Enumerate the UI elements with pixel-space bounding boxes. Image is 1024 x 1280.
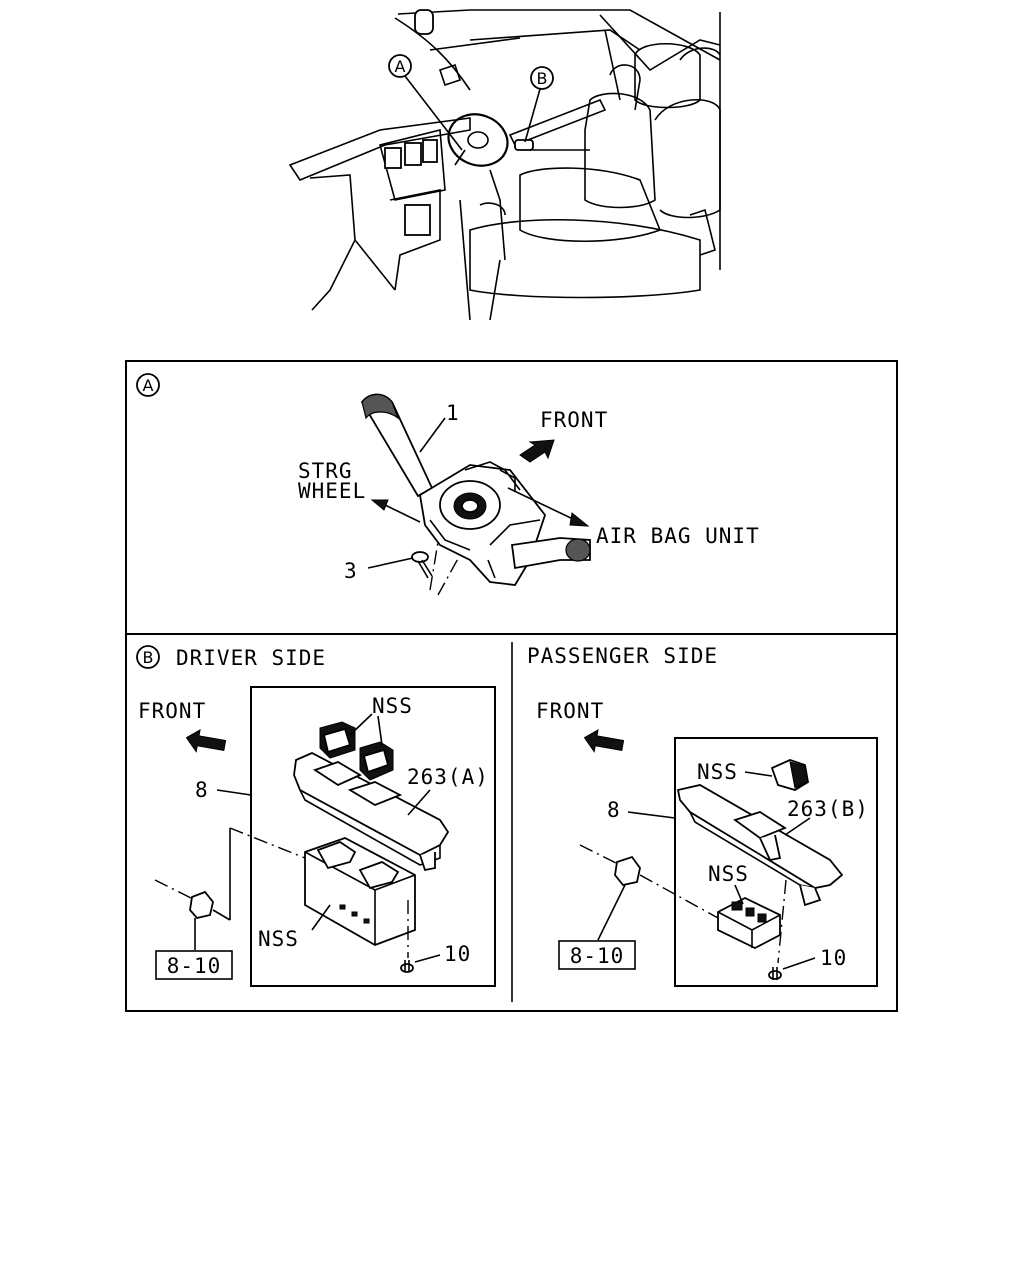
driver-inner-box <box>250 686 496 987</box>
strg-wheel-label-2: WHEEL <box>298 479 366 503</box>
passenger-part-263-label: 263(B) <box>787 797 869 821</box>
panel-a-marker-label: A <box>143 376 154 395</box>
passenger-part-10-label: 10 <box>820 946 847 970</box>
passenger-inner-box <box>674 737 878 987</box>
passenger-side-title: PASSENGER SIDE <box>527 644 718 668</box>
front-arrow-passenger <box>583 728 625 753</box>
passenger-bezel-263b <box>676 784 844 907</box>
panel-a-combination-switch: A 1 3 FRONT STRG WHEEL <box>136 373 760 596</box>
passenger-ref-box-label: 8-10 <box>570 944 625 968</box>
driver-part-8-label: 8 <box>195 778 209 802</box>
passenger-part-8-label: 8 <box>607 798 621 822</box>
passenger-nss-bottom-label: NSS <box>708 862 749 886</box>
air-bag-unit-label: AIR BAG UNIT <box>596 524 760 548</box>
screw-3 <box>411 551 433 579</box>
front-arrow-a <box>519 439 555 463</box>
strg-wheel-label-1: STRG <box>298 459 353 483</box>
driver-connector <box>189 890 214 919</box>
driver-nss-top-label: NSS <box>372 694 413 718</box>
panel-b-driver-side: B DRIVER SIDE FRONT NSS 263(A) <box>136 645 496 987</box>
passenger-screw-10 <box>768 967 782 980</box>
passenger-nss-knob <box>770 759 809 791</box>
panel-b-marker <box>136 645 160 669</box>
driver-bezel-263a <box>293 752 450 872</box>
front-label-a: FRONT <box>540 408 608 432</box>
driver-side-title: DRIVER SIDE <box>176 646 326 670</box>
part-1-label: 1 <box>446 401 460 425</box>
callout-a-label: A <box>395 57 406 76</box>
callout-a-marker <box>388 54 412 78</box>
driver-part-263-label: 263(A) <box>407 765 489 789</box>
panel-b-marker-label: B <box>143 648 154 667</box>
passenger-nss-top-label: NSS <box>697 760 738 784</box>
driver-switch-unit <box>304 837 416 946</box>
passenger-switch-unit <box>717 896 781 950</box>
front-arrow-driver <box>185 728 227 753</box>
passenger-ref-box <box>558 940 636 970</box>
driver-ref-box-label: 8-10 <box>167 954 222 978</box>
passenger-connector <box>614 855 641 886</box>
detail-frame <box>125 360 898 1012</box>
callout-b-marker <box>530 66 554 90</box>
front-label-passenger: FRONT <box>536 699 604 723</box>
driver-nss-knobs <box>319 721 394 781</box>
cab-interior-illustration: A B <box>288 9 721 321</box>
front-label-driver: FRONT <box>138 699 206 723</box>
driver-screw-10 <box>400 960 414 973</box>
driver-part-10-label: 10 <box>444 942 471 966</box>
panel-b-passenger-side: PASSENGER SIDE FRONT NSS 263(B) <box>527 644 878 987</box>
panel-a-marker <box>136 373 160 397</box>
driver-ref-box <box>155 950 233 980</box>
driver-nss-bottom-label: NSS <box>258 927 299 951</box>
callout-b-label: B <box>537 69 548 88</box>
part-3-label: 3 <box>344 559 358 583</box>
